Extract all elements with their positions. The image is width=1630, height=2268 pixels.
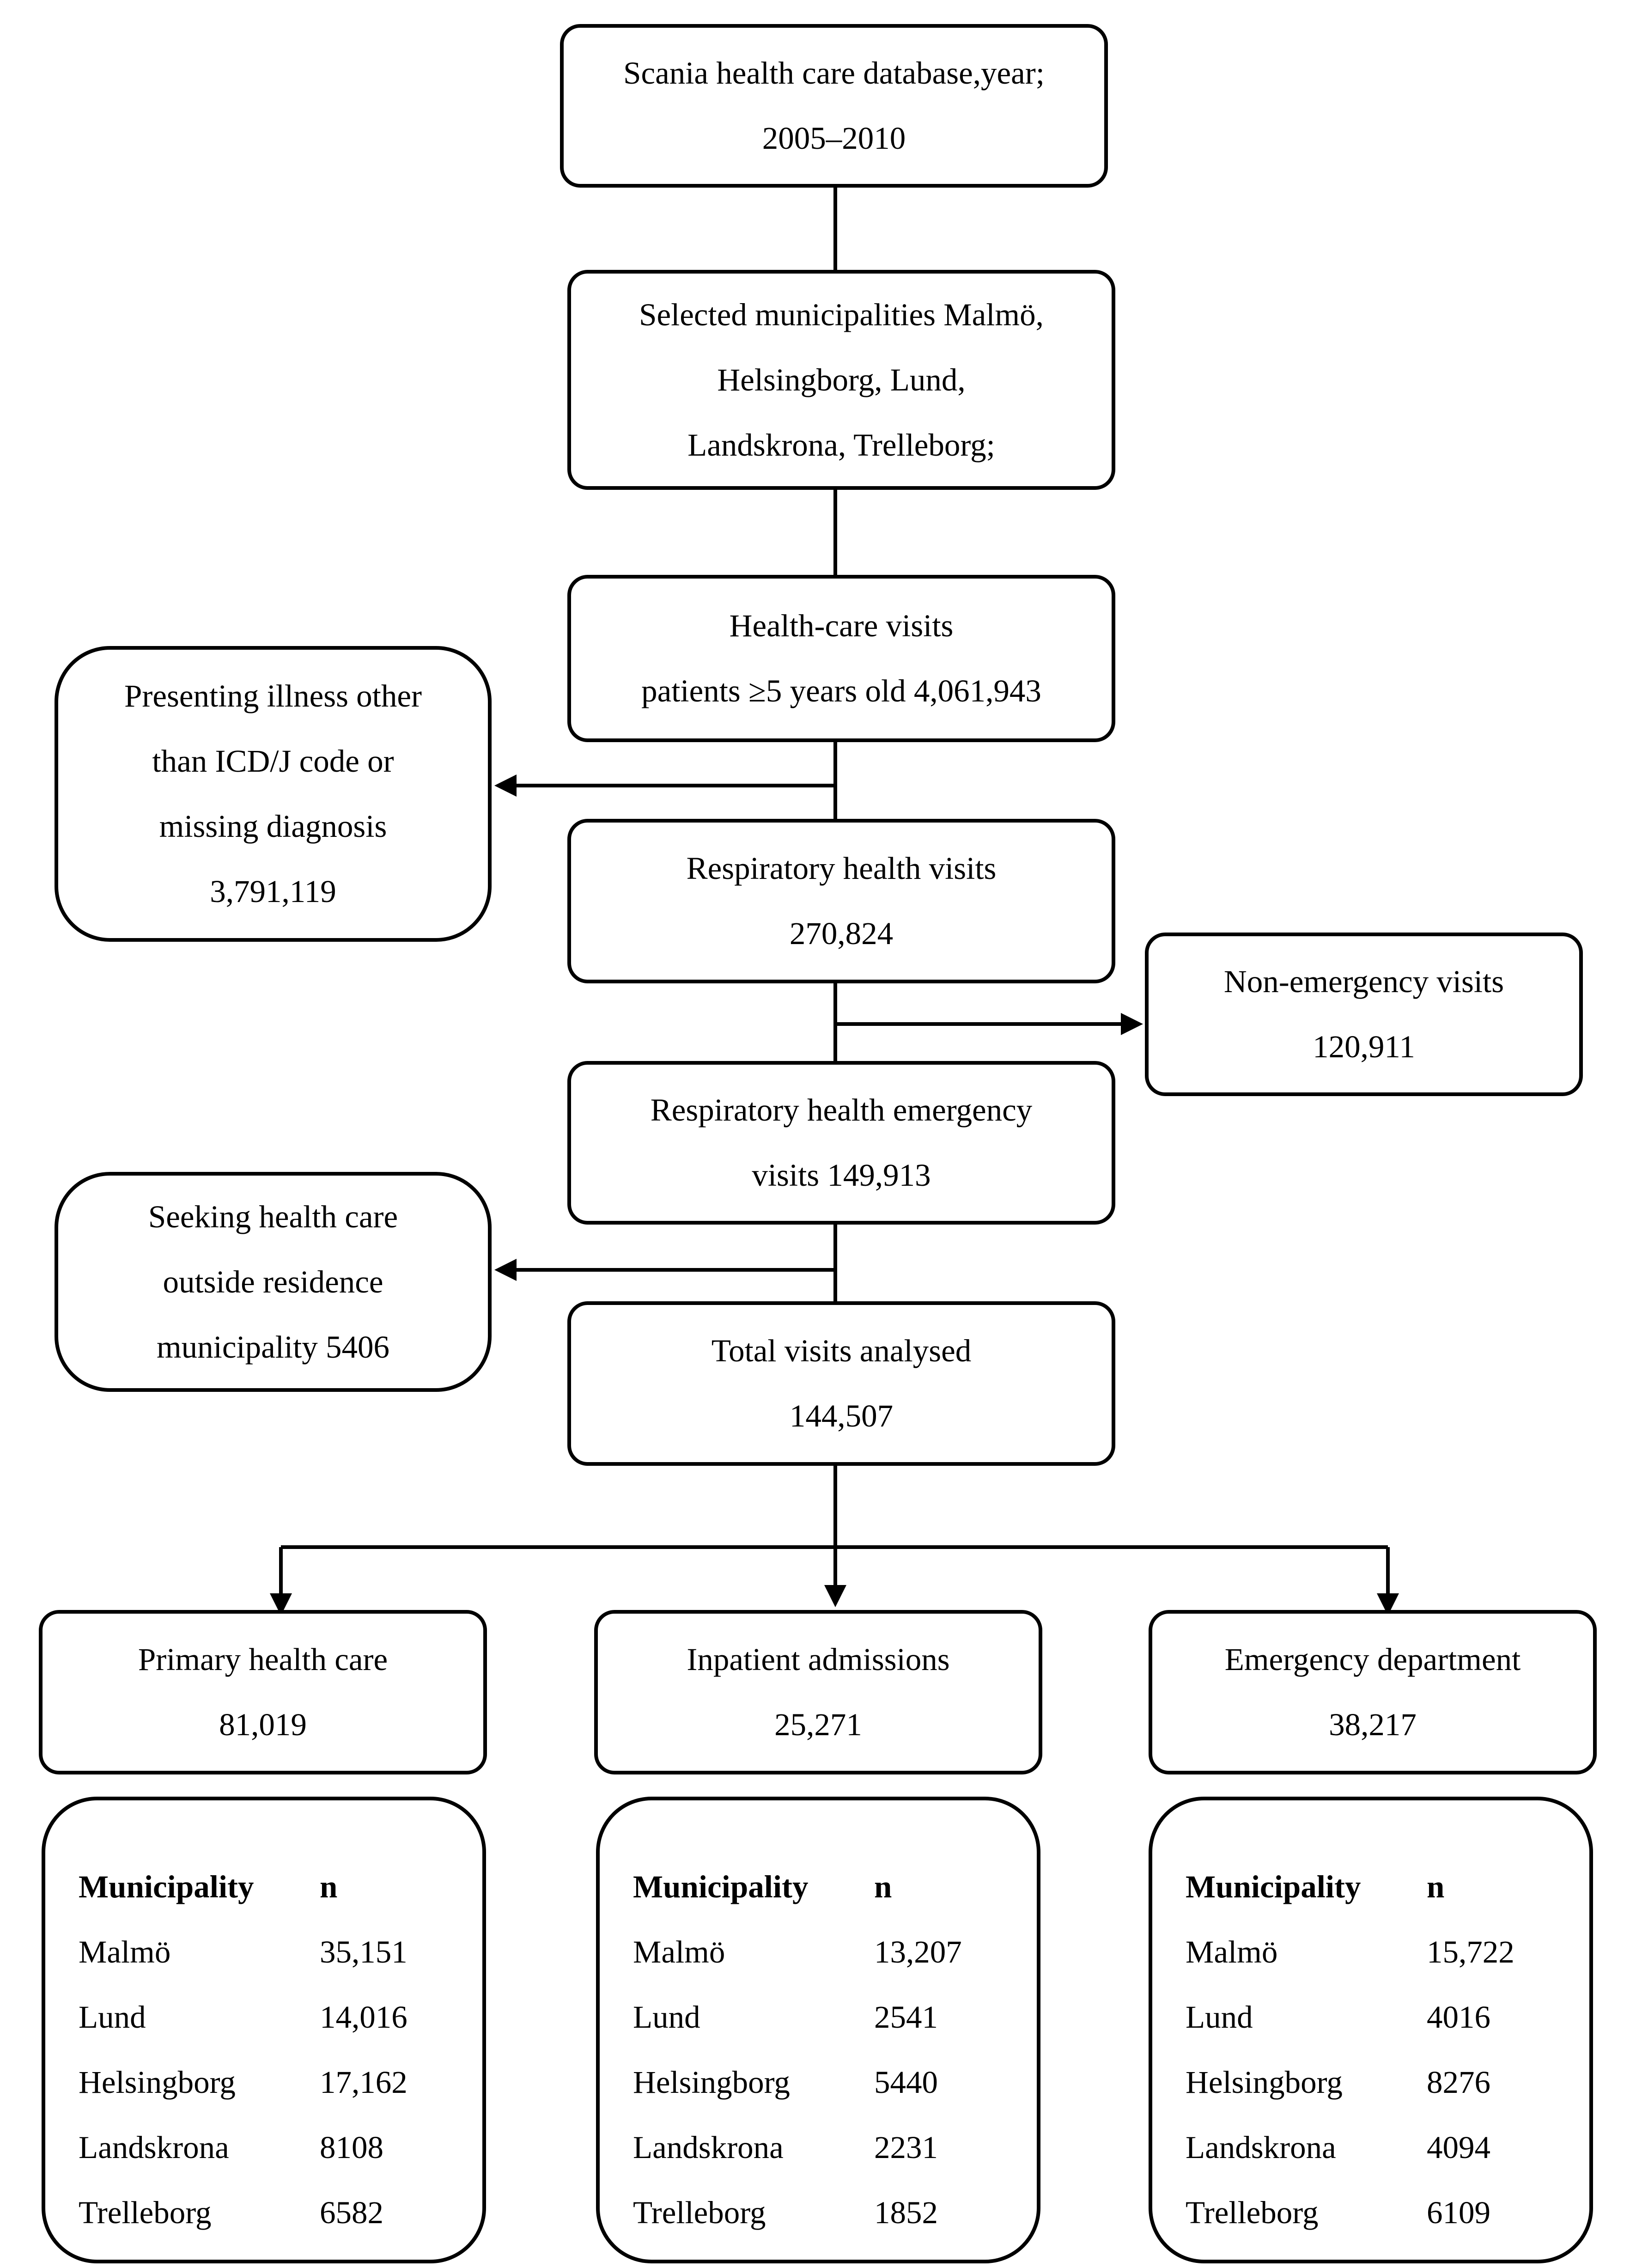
table-row: Helsingborg 5440 [600,2050,1037,2115]
table-header-row: Municipality n [1152,1854,1589,1920]
outside-residence-line-3: municipality 5406 [156,1329,390,1365]
selected-line-1: Selected municipalities Malmö, [639,297,1044,332]
municipality-count: 4016 [1427,2000,1490,2035]
total-line-2: 144,507 [789,1398,894,1433]
table-row: Landskrona 8108 [45,2115,482,2180]
municipality-name: Lund [633,2000,700,2035]
municipality-count: 5440 [874,2065,938,2100]
municipality-name: Lund [79,2000,146,2035]
column-header-n: n [874,1869,892,1904]
table-row: Malmö 13,207 [600,1920,1037,1985]
column-header-municipality: Municipality [633,1869,809,1904]
municipality-name: Trelleborg [79,2195,212,2230]
inpatient-admissions-box: Inpatient admissions 25,271 [594,1610,1042,1774]
municipality-count: 2231 [874,2130,938,2165]
column-header-municipality: Municipality [1186,1869,1361,1904]
inpatient-municipality-table: Municipality n Malmö 13,207 Lund 2541 He… [596,1797,1040,2263]
table-header-row: Municipality n [600,1854,1037,1920]
table-row: Landskrona 4094 [1152,2115,1589,2180]
outside-residence-box: Seeking health care outside residence mu… [55,1172,492,1392]
municipality-name: Trelleborg [1186,2195,1319,2230]
primary-health-care-box: Primary health care 81,019 [39,1610,487,1774]
table-row: Lund 14,016 [45,1985,482,2050]
respiratory-visits-box: Respiratory health visits 270,824 [567,819,1115,983]
selected-line-3: Landskrona, Trelleborg; [687,427,995,463]
excluded-other-diagnosis-box: Presenting illness other than ICD/J code… [55,646,492,942]
column-header-n: n [1427,1869,1445,1904]
column-header-municipality: Municipality [79,1869,254,1904]
table-row: Landskrona 2231 [600,2115,1037,2180]
table-row: Lund 2541 [600,1985,1037,2050]
table-row: Malmö 15,722 [1152,1920,1589,1985]
total-line-1: Total visits analysed [711,1333,972,1368]
table-row: Trelleborg 6582 [45,2180,482,2245]
non-emergency-visits-box: Non-emergency visits 120,911 [1145,933,1583,1096]
emergency-dept-municipality-table: Municipality n Malmö 15,722 Lund 4016 He… [1149,1797,1593,2263]
table-row: Lund 4016 [1152,1985,1589,2050]
municipality-name: Helsingborg [1186,2065,1343,2100]
municipality-name: Malmö [1186,1934,1278,1969]
primary-care-municipality-table: Municipality n Malmö 35,151 Lund 14,016 … [42,1797,486,2263]
respiratory-line-2: 270,824 [789,916,894,951]
table-header-row: Municipality n [45,1854,482,1920]
table-row: Trelleborg 6109 [1152,2180,1589,2245]
category-count: 25,271 [774,1707,862,1742]
category-title: Primary health care [138,1642,388,1677]
category-count: 81,019 [219,1707,307,1742]
selected-line-2: Helsingborg, Lund, [717,362,966,397]
source-line-1: Scania health care database,year; [623,55,1045,91]
municipality-count: 17,162 [320,2065,408,2100]
municipality-name: Landskrona [633,2130,784,2165]
source-line-2: 2005–2010 [762,121,906,156]
table-row: Helsingborg 8276 [1152,2050,1589,2115]
municipality-name: Helsingborg [79,2065,236,2100]
municipality-name: Lund [1186,2000,1253,2035]
resp-emergency-line-1: Respiratory health emergency [650,1092,1033,1128]
municipality-name: Helsingborg [633,2065,790,2100]
category-title: Inpatient admissions [687,1642,950,1677]
municipality-count: 35,151 [320,1934,408,1969]
municipality-count: 8276 [1427,2065,1490,2100]
source-database-box: Scania health care database,year; 2005–2… [560,24,1108,188]
municipality-count: 4094 [1427,2130,1490,2165]
excluded-other-line-4: 3,791,119 [210,874,336,909]
selected-municipalities-box: Selected municipalities Malmö, Helsingbo… [567,270,1115,490]
emergency-department-box: Emergency department 38,217 [1149,1610,1597,1774]
municipality-count: 2541 [874,2000,938,2035]
municipality-name: Malmö [79,1934,171,1969]
municipality-count: 14,016 [320,2000,408,2035]
excluded-other-line-2: than ICD/J code or [152,744,394,779]
municipality-name: Malmö [633,1934,725,1969]
visits-line-2: patients ≥5 years old 4,061,943 [641,673,1041,708]
municipality-name: Landskrona [79,2130,229,2165]
respiratory-emergency-visits-box: Respiratory health emergency visits 149,… [567,1061,1115,1225]
outside-residence-line-2: outside residence [163,1264,383,1299]
municipality-count: 8108 [320,2130,383,2165]
health-care-visits-box: Health-care visits patients ≥5 years old… [567,575,1115,742]
table-row: Helsingborg 17,162 [45,2050,482,2115]
total-visits-box: Total visits analysed 144,507 [567,1301,1115,1466]
excluded-other-line-1: Presenting illness other [124,678,422,713]
excluded-other-line-3: missing diagnosis [159,809,387,844]
table-row: Malmö 35,151 [45,1920,482,1985]
municipality-count: 1852 [874,2195,938,2230]
municipality-name: Landskrona [1186,2130,1336,2165]
municipality-count: 6582 [320,2195,383,2230]
category-count: 38,217 [1329,1707,1417,1742]
municipality-count: 15,722 [1427,1934,1514,1969]
table-row: Trelleborg 1852 [600,2180,1037,2245]
resp-emergency-line-2: visits 149,913 [752,1158,931,1193]
municipality-name: Trelleborg [633,2195,766,2230]
visits-line-1: Health-care visits [729,608,954,643]
municipality-count: 13,207 [874,1934,962,1969]
respiratory-line-1: Respiratory health visits [686,851,997,886]
column-header-n: n [320,1869,338,1904]
non-emergency-line-1: Non-emergency visits [1223,964,1504,999]
category-title: Emergency department [1224,1642,1521,1677]
non-emergency-line-2: 120,911 [1313,1029,1415,1064]
outside-residence-line-1: Seeking health care [148,1199,398,1234]
municipality-count: 6109 [1427,2195,1490,2230]
